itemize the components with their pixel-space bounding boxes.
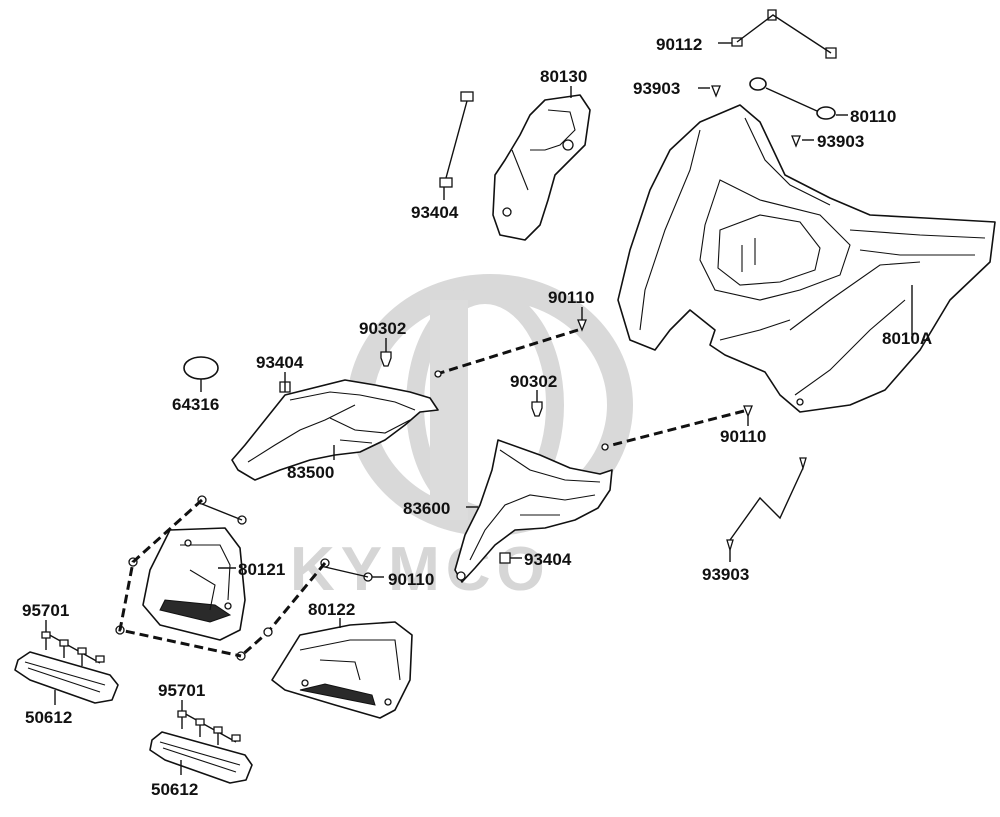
bolt-93404-c (499, 552, 522, 564)
label-64316: 64316 (172, 395, 219, 414)
rear-fender-part (617, 104, 996, 413)
label-80110: 80110 (850, 107, 896, 126)
label-93903-c: 93903 (702, 565, 749, 584)
label-80121: 80121 (238, 560, 285, 579)
bolt-93404-b (279, 372, 291, 393)
cap-64316 (183, 356, 219, 392)
label-95701-b: 95701 (158, 681, 205, 700)
fastener-93903-c (726, 457, 807, 562)
label-83500: 83500 (287, 463, 334, 482)
right-side-cover-part (454, 439, 613, 583)
screw-90110-a (434, 307, 587, 378)
screw-90110-c (240, 558, 384, 658)
bolts-95701-b (177, 700, 241, 745)
label-90110-c: 90110 (388, 570, 434, 589)
footrest-80121-screws (115, 495, 247, 661)
label-93404-c: 93404 (524, 550, 572, 569)
label-93404-a: 93404 (411, 203, 459, 222)
label-90302-b: 90302 (510, 372, 557, 391)
label-93404-b: 93404 (256, 353, 304, 372)
label-93903-a: 93903 (633, 79, 680, 98)
screw-90110-b (601, 405, 753, 451)
label-83600: 83600 (403, 499, 450, 518)
label-93903-b: 93903 (817, 132, 864, 151)
label-80130: 80130 (540, 67, 587, 86)
bolt-93404-top (439, 91, 474, 188)
footrest-80121-part (142, 527, 246, 641)
clip-90302-b (531, 390, 543, 417)
label-8010A: 8010A (882, 329, 932, 348)
watermark-text: KYMCO (290, 535, 551, 604)
bolts-95701-a (41, 620, 105, 666)
label-90112: 90112 (656, 35, 702, 54)
label-50612-b: 50612 (151, 780, 198, 799)
label-90110-a: 90110 (548, 288, 594, 307)
label-95701-a: 95701 (22, 601, 69, 620)
label-80122: 80122 (308, 600, 355, 619)
nut-80110 (698, 77, 848, 148)
step-plate-50612-a (14, 651, 119, 705)
left-side-cover-part (231, 379, 439, 481)
bolt-90112 (718, 9, 837, 59)
bracket-80130-part (492, 94, 591, 241)
label-50612-a: 50612 (25, 708, 72, 727)
label-90110-b: 90110 (720, 427, 766, 446)
step-plate-50612-b (149, 731, 253, 784)
footrest-80122-part (271, 621, 413, 719)
clip-90302-a (380, 338, 392, 367)
label-90302-a: 90302 (359, 319, 406, 338)
